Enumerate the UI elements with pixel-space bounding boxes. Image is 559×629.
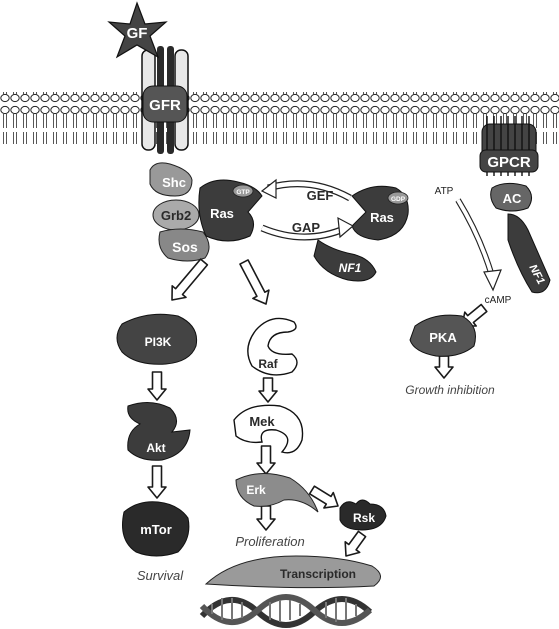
arrow-pi3k-to-akt bbox=[148, 372, 166, 400]
ras-inactive-label: Ras bbox=[370, 210, 394, 225]
arrow-erk-to-proliferation bbox=[257, 506, 275, 530]
arrow-ras-to-raf bbox=[240, 260, 269, 304]
rsk-label: Rsk bbox=[353, 511, 375, 525]
transcription-label: Transcription bbox=[280, 567, 356, 581]
shc-label: Shc bbox=[162, 175, 186, 190]
pka-label: PKA bbox=[429, 330, 457, 345]
arrow-pka-to-growth-inhibition bbox=[435, 356, 453, 378]
gpcr-label: GPCR bbox=[487, 154, 531, 171]
akt-protein: Akt bbox=[128, 402, 190, 460]
proliferation-label: Proliferation bbox=[235, 534, 304, 549]
cell-membrane bbox=[0, 92, 559, 144]
arrow-sos-to-pi3k bbox=[172, 259, 207, 300]
gpcr-receptor: GPCR bbox=[480, 116, 538, 176]
nf1-rasgap-label: NF1 bbox=[339, 261, 362, 275]
arrow-akt-to-mtor bbox=[148, 466, 166, 498]
growth-inhibition-label: Growth inhibition bbox=[405, 383, 495, 397]
gtp-label: GTP bbox=[236, 189, 250, 196]
gap-label: GAP bbox=[292, 220, 321, 235]
ac-protein: AC bbox=[491, 183, 532, 211]
gfr-label: GFR bbox=[149, 97, 181, 114]
dna-helix bbox=[202, 597, 370, 625]
ac-label: AC bbox=[503, 191, 522, 206]
erk-label: Erk bbox=[246, 483, 266, 497]
sos-label: Sos bbox=[172, 239, 198, 255]
mtor-protein: mTor bbox=[123, 502, 189, 556]
nf1-rasgap: NF1 bbox=[314, 240, 376, 281]
shc-protein: Shc bbox=[150, 163, 192, 196]
rsk-protein: Rsk bbox=[340, 500, 386, 530]
arrow-mek-to-erk bbox=[257, 446, 275, 474]
mtor-label: mTor bbox=[140, 522, 172, 537]
nf1-gpcr: NF1 bbox=[508, 214, 550, 293]
camp-label: cAMP bbox=[485, 295, 512, 306]
gf-label: GF bbox=[127, 25, 148, 42]
atp-to-camp-arrow bbox=[458, 200, 501, 290]
gap-arrow: GAP bbox=[262, 218, 353, 237]
gdp-label: GDP bbox=[391, 196, 406, 203]
erk-protein: Erk bbox=[236, 473, 318, 512]
pi3k-protein: PI3K bbox=[117, 314, 197, 364]
transcription-factor: Transcription bbox=[206, 556, 381, 588]
survival-label: Survival bbox=[137, 568, 184, 583]
gef-label: GEF bbox=[307, 188, 334, 203]
mek-label: Mek bbox=[249, 414, 275, 429]
arrow-rsk-to-transcription bbox=[345, 531, 365, 556]
gef-arrow: GEF bbox=[262, 180, 350, 203]
grb2-label: Grb2 bbox=[161, 208, 191, 223]
sos-protein: Sos bbox=[159, 229, 209, 261]
atp-label: ATP bbox=[435, 186, 454, 197]
pi3k-label: PI3K bbox=[145, 335, 172, 349]
akt-label: Akt bbox=[146, 441, 165, 455]
arrow-raf-to-mek bbox=[259, 378, 277, 402]
ras-active-label: Ras bbox=[210, 206, 234, 221]
pka-protein: PKA bbox=[410, 315, 476, 356]
raf-label: Raf bbox=[258, 357, 278, 371]
ras-inactive: Ras GDP bbox=[352, 186, 408, 240]
ras-active: Ras GTP bbox=[199, 180, 262, 241]
raf-protein: Raf bbox=[248, 318, 297, 374]
grb2-protein: Grb2 bbox=[153, 200, 199, 230]
